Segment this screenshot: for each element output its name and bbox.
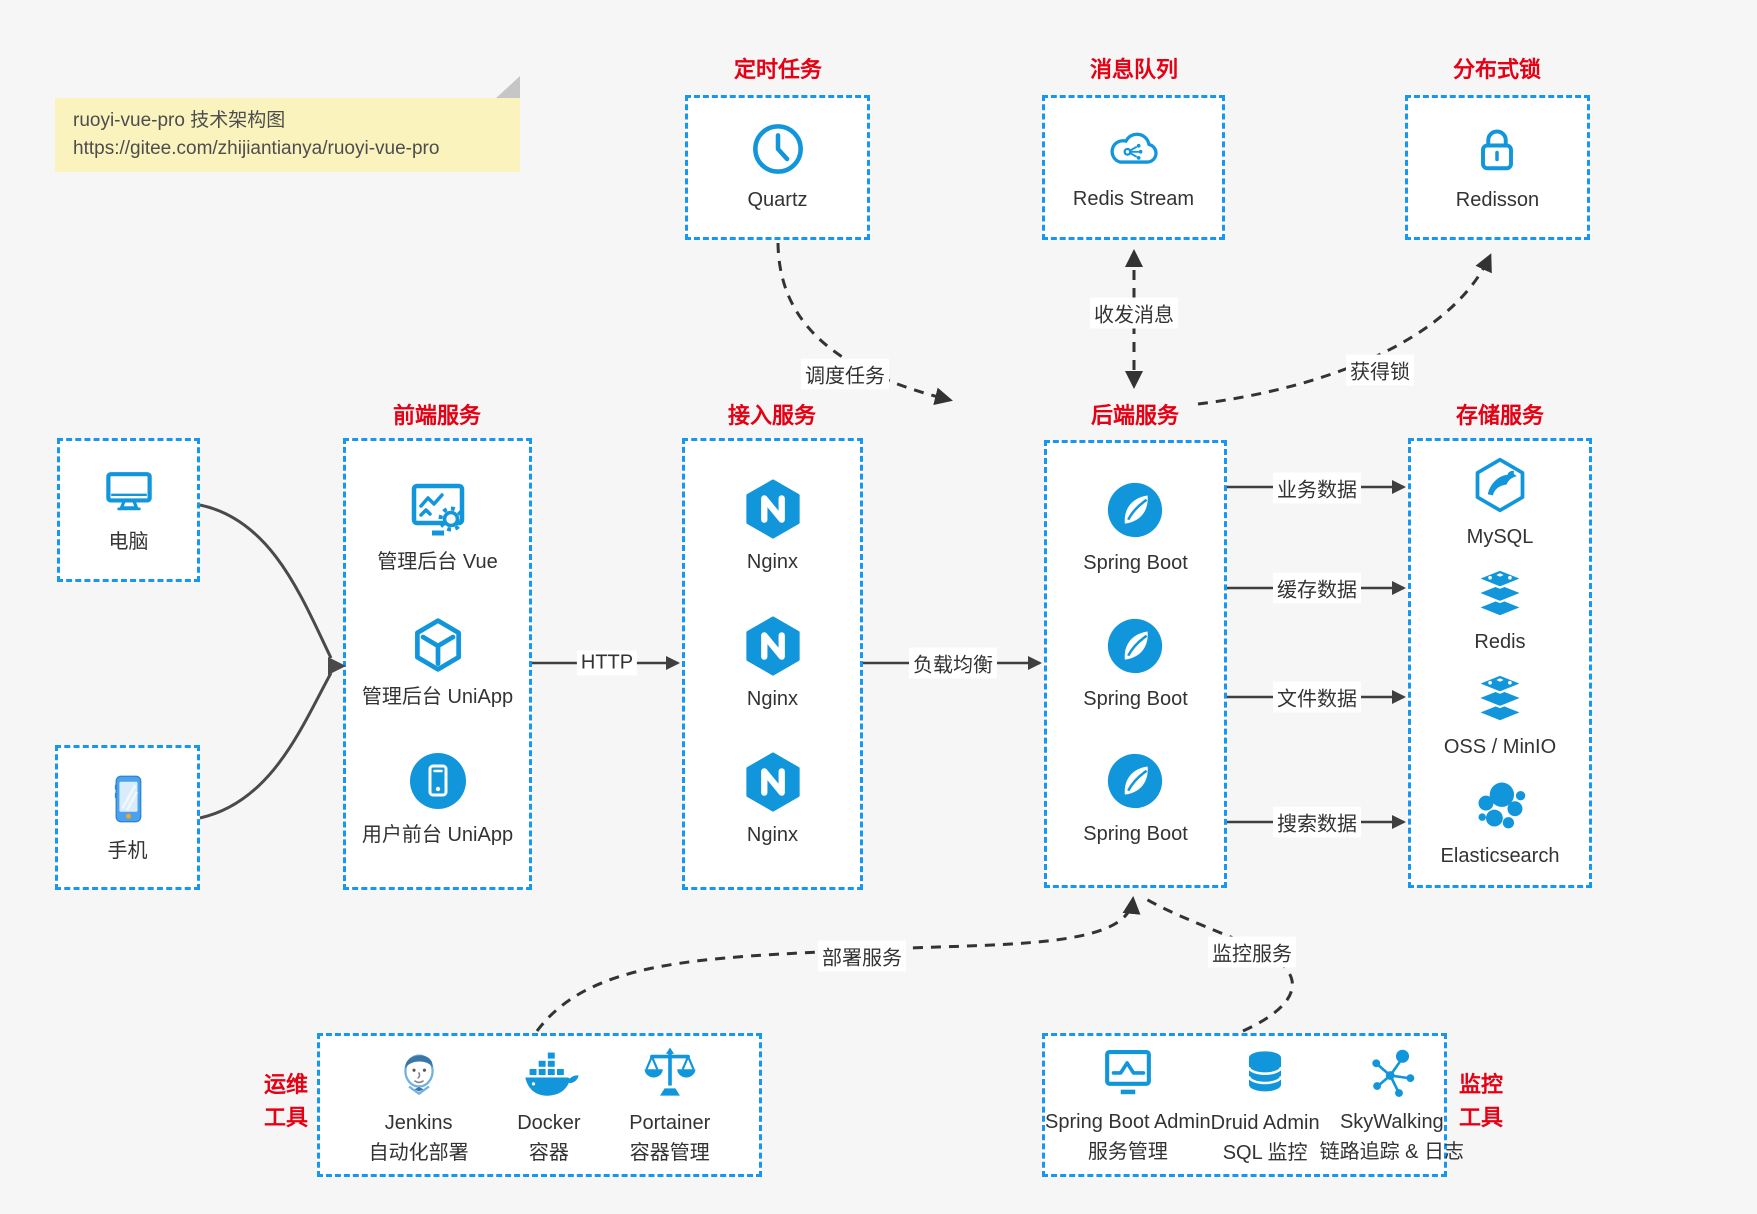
portainer-item: Portainer 容器管理 [629, 1043, 710, 1168]
elasticsearch-item: Elasticsearch [1441, 776, 1559, 871]
storage-box: MySQL Redis OSS / MinIO [1408, 438, 1592, 888]
nginx-hexagon-icon [745, 479, 800, 539]
nginx-item-3: Nginx [742, 751, 804, 850]
http-label: HTTP [576, 650, 638, 676]
title-note: ruoyi-vue-pro 技术架构图 https://gitee.com/zh… [55, 76, 520, 172]
load-balance-label: 负载均衡 [909, 647, 997, 679]
monitor-pulse-icon [1104, 1049, 1151, 1094]
title-distributed-lock: 分布式锁 [1452, 57, 1541, 82]
redis-item: Redis [1471, 566, 1529, 657]
screen-gear-icon [411, 484, 464, 536]
ops-tools-box: Jenkins 自动化部署 Docker [317, 1033, 762, 1177]
title-frontend: 前端服务 [392, 403, 481, 428]
skywalking-item: SkyWalking 链路追踪 & 日志 [1320, 1044, 1464, 1167]
spring-leaf-icon [1108, 753, 1163, 808]
search-data-label: 搜索数据 [1273, 806, 1361, 838]
pc-item: 电脑 [99, 464, 159, 557]
nginx-item-2: Nginx [742, 615, 804, 714]
redis-stream-item: Redis Stream [1073, 121, 1194, 214]
docker-whale-icon [525, 1050, 579, 1096]
desktop-icon [105, 471, 152, 510]
mysql-dolphin-icon [1475, 457, 1525, 513]
spring-leaf-icon [1108, 483, 1163, 538]
jenkins-item: Jenkins 自动化部署 [369, 1043, 469, 1168]
monitor-service-label: 监控服务 [1208, 936, 1296, 968]
cache-data-label: 缓存数据 [1273, 572, 1361, 604]
redis-stream-box: Redis Stream [1042, 95, 1225, 240]
redisson-box: Redisson [1405, 95, 1590, 240]
redisson-item: Redisson [1456, 120, 1539, 215]
cloud-stream-icon [1110, 132, 1158, 164]
druid-item: Druid Admin SQL 监控 [1211, 1043, 1320, 1168]
cluster-icon [1478, 782, 1526, 829]
mysql-item: MySQL [1467, 455, 1533, 552]
gateway-box: Nginx Nginx Nginx [682, 438, 863, 890]
cube-icon [414, 617, 461, 672]
note-title: ruoyi-vue-pro 技术架构图 [73, 110, 286, 131]
mobile-box: 手机 [55, 745, 200, 890]
smartphone-icon [114, 775, 141, 823]
spring-boot-item-1: Spring Boot [1083, 479, 1188, 578]
title-monitor-tools: 监控 工具 [1459, 1072, 1504, 1130]
database-icon [1247, 1050, 1283, 1091]
note-url: https://gitee.com/zhijiantianya/ruoyi-vu… [73, 138, 440, 159]
admin-vue-item: 管理后台 Vue [377, 478, 498, 577]
jenkins-butler-icon [403, 1054, 434, 1095]
mobile-item: 手机 [99, 769, 157, 866]
title-backend: 后端服务 [1090, 403, 1179, 428]
admin-uniapp-item: 管理后台 UniApp [362, 615, 513, 712]
quartz-box: Quartz [685, 95, 870, 240]
quartz-item: Quartz [747, 120, 808, 215]
frontend-box: 管理后台 Vue 管理后台 UniApp 用户前台 UniApp [343, 438, 532, 890]
deploy-service-label: 部署服务 [818, 940, 906, 972]
nginx-item-1: Nginx [742, 478, 804, 577]
monitor-tools-box: Spring Boot Admin 服务管理 Druid Admin SQL 监… [1042, 1033, 1464, 1177]
scales-icon [644, 1047, 696, 1096]
spring-boot-item-2: Spring Boot [1083, 615, 1188, 714]
acquire-lock-arrow [1197, 253, 1492, 406]
spring-boot-admin-item: Spring Boot Admin 服务管理 [1045, 1044, 1211, 1167]
clock-icon [752, 124, 803, 174]
lock-icon [1481, 129, 1514, 171]
file-data-label: 文件数据 [1273, 681, 1361, 713]
client-merge-arrows [199, 503, 346, 820]
spring-boot-item-3: Spring Boot [1083, 750, 1188, 849]
nginx-hexagon-icon [745, 615, 800, 676]
pc-box: 电脑 [57, 438, 200, 582]
note-fold-corner [496, 76, 520, 98]
title-storage: 存储服务 [1455, 403, 1544, 428]
docker-item: Docker 容器 [517, 1043, 581, 1168]
user-uniapp-item: 用户前台 UniApp [362, 749, 513, 850]
spring-leaf-icon [1108, 618, 1163, 673]
title-scheduled-task: 定时任务 [733, 57, 822, 82]
phone-circle-icon [409, 752, 466, 809]
title-ops-tools: 运维 工具 [263, 1072, 308, 1130]
business-data-label: 业务数据 [1273, 472, 1361, 504]
oss-item: OSS / MinIO [1444, 671, 1556, 762]
message-label: 收发消息 [1090, 297, 1178, 329]
backend-box: Spring Boot Spring Boot Spring Boot [1044, 440, 1227, 888]
acquire-lock-label: 获得锁 [1346, 354, 1414, 386]
node-hub-icon [1372, 1049, 1415, 1097]
schedule-task-label: 调度任务 [801, 358, 889, 390]
title-gateway: 接入服务 [727, 403, 816, 428]
title-message-queue: 消息队列 [1089, 57, 1178, 82]
nginx-hexagon-icon [745, 752, 800, 812]
layer-stack-icon [1476, 568, 1524, 618]
layer-stack-icon [1476, 673, 1524, 723]
